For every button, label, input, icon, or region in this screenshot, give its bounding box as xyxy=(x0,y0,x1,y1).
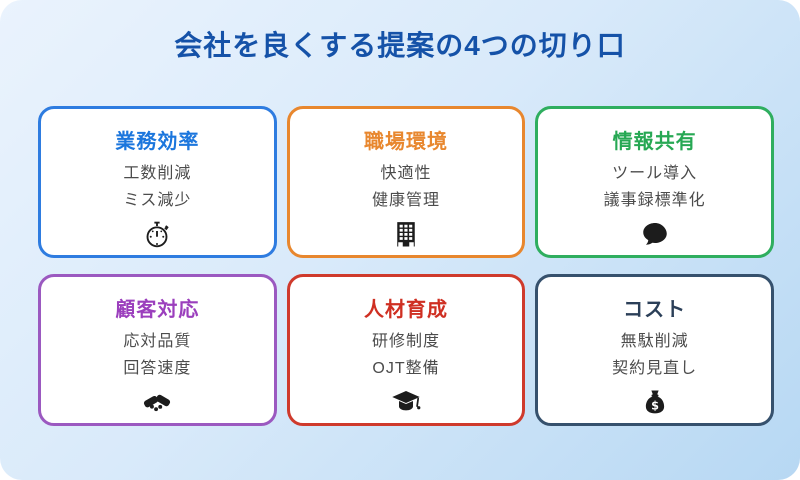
card-cost: コスト 無駄削減 契約見直し $ xyxy=(535,274,774,426)
card-title: コスト xyxy=(623,299,687,321)
card-line: 工数削減 xyxy=(123,165,192,182)
card-line: 健康管理 xyxy=(371,192,440,209)
speech-bubble-icon xyxy=(640,219,670,249)
card-title: 人材育成 xyxy=(363,299,448,321)
stopwatch-icon xyxy=(142,219,172,249)
card-title: 情報共有 xyxy=(612,131,697,153)
card-line: 回答速度 xyxy=(123,360,192,377)
card-workplace-environment: 職場環境 快適性 健康管理 xyxy=(286,106,526,258)
card-talent-development: 人材育成 研修制度 OJT整備 xyxy=(286,274,526,426)
card-line: OJT整備 xyxy=(372,360,440,377)
card-title: 職場環境 xyxy=(363,131,448,153)
card-title: 顧客対応 xyxy=(115,299,200,321)
card-line: ミス減少 xyxy=(123,192,192,209)
card-line: ツール導入 xyxy=(612,165,698,182)
card-customer-service: 顧客対応 応対品質 回答速度 xyxy=(38,274,277,426)
handshake-icon xyxy=(142,387,172,417)
card-line: 無駄削減 xyxy=(620,333,689,350)
card-line: 契約見直し xyxy=(612,360,698,377)
card-line: 議事録標準化 xyxy=(603,192,706,209)
graduation-cap-icon xyxy=(391,387,421,417)
money-bag-icon: $ xyxy=(640,387,670,417)
svg-text:$: $ xyxy=(651,400,659,413)
card-information-sharing: 情報共有 ツール導入 議事録標準化 xyxy=(535,106,774,258)
card-grid: 業務効率 工数削減 ミス減少 xyxy=(0,106,800,426)
card-title: 業務効率 xyxy=(115,131,200,153)
card-line: 研修制度 xyxy=(371,333,440,350)
card-line: 快適性 xyxy=(380,165,432,182)
office-building-icon xyxy=(391,219,421,249)
card-business-efficiency: 業務効率 工数削減 ミス減少 xyxy=(38,106,277,258)
page-title: 会社を良くする提案の4つの切り口 xyxy=(174,30,626,61)
card-line: 応対品質 xyxy=(123,333,192,350)
